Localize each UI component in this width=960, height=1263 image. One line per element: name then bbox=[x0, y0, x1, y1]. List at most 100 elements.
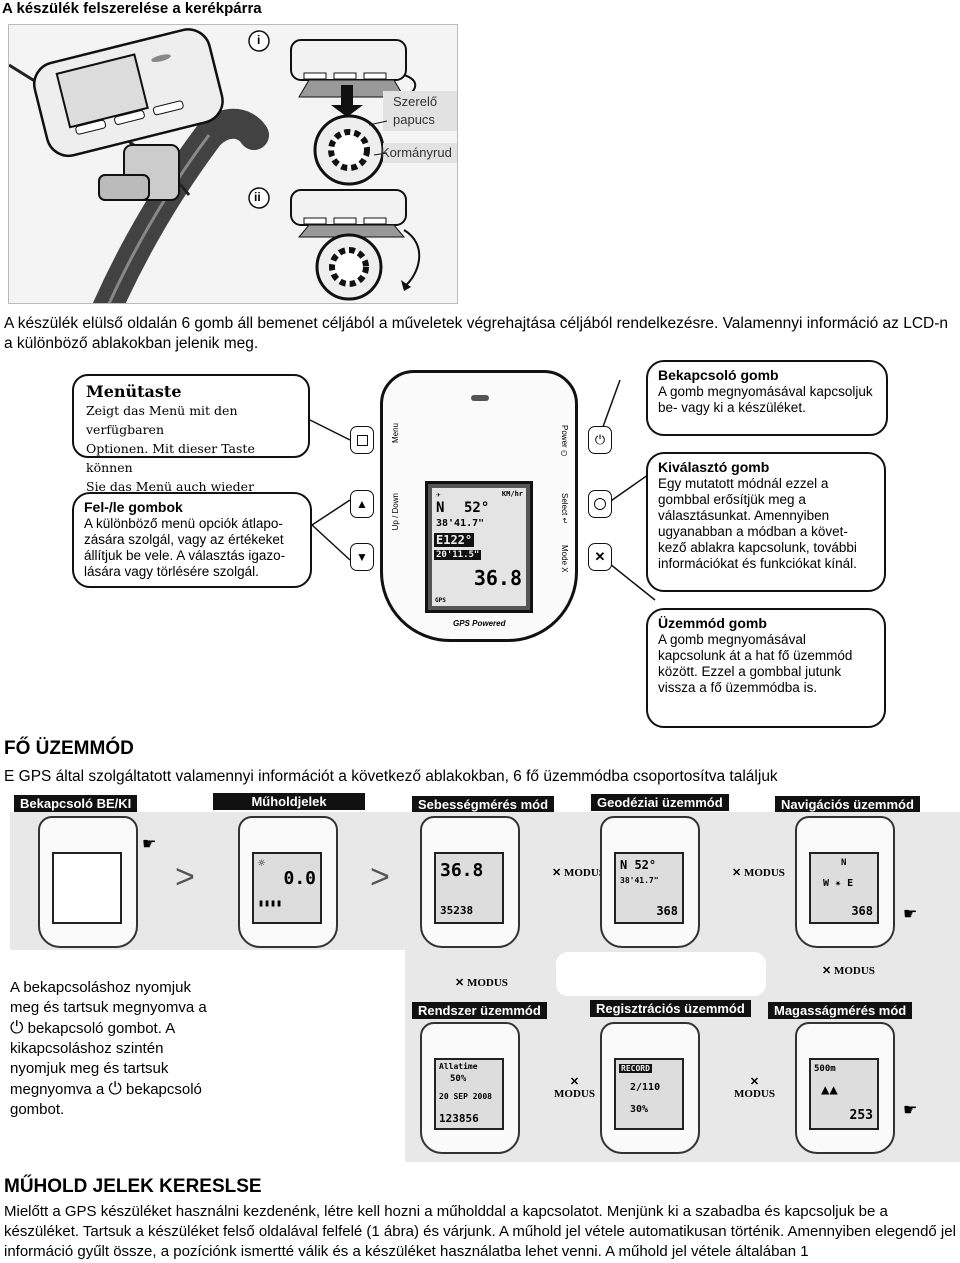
sat-screen-value: 0.0 bbox=[283, 868, 316, 889]
device-speed: 36.8 35238 bbox=[420, 816, 520, 948]
modus-text: MODUS bbox=[554, 1088, 595, 1100]
updown-text: A különböző menü opciók átlapo-zására sz… bbox=[84, 516, 286, 579]
sys-screen-l2: 50% bbox=[450, 1074, 467, 1084]
satellite-icon: ✈ bbox=[436, 490, 441, 499]
device-brand: GPS Powered bbox=[453, 619, 506, 628]
lcd-unit: KM/hr bbox=[501, 490, 523, 498]
menu-key-line-1: Zeigt das Menü mit den verfügbaren bbox=[86, 403, 238, 437]
power-box-text: A gomb megnyomásával kapcsoljuk be- vagy… bbox=[658, 384, 873, 415]
main-mode-heading: FŐ ÜZEMMÓD bbox=[4, 738, 134, 759]
x-icon: ✕ bbox=[455, 977, 465, 989]
side-label-power: Power ⏻ bbox=[560, 425, 569, 458]
hand-press-icon-3: ☛ bbox=[903, 1102, 918, 1119]
modus-text: MODUS bbox=[743, 867, 785, 879]
alt-screen-l3: 253 bbox=[849, 1108, 873, 1123]
geo-screen-min: 38'41.7" bbox=[620, 876, 659, 885]
select-button[interactable] bbox=[588, 490, 612, 518]
triangle-down-icon: ▼ bbox=[356, 550, 368, 564]
up-button[interactable]: ▲ bbox=[350, 490, 374, 518]
modus-label-3: ✕ MODUS bbox=[455, 976, 508, 989]
mount-shoe-label: Szerelő papucs bbox=[393, 94, 438, 127]
lcd-screen: ✈ KM/hr N 52° 38'41.7" E122° 20'11.5" 36… bbox=[432, 488, 526, 606]
hand-press-icon-2: ☛ bbox=[903, 906, 918, 923]
speaker-icon bbox=[471, 395, 489, 401]
modus-label-4: ✕ MODUS bbox=[822, 964, 875, 977]
speed-screen-value: 36.8 bbox=[440, 860, 484, 881]
modus-text: MODUS bbox=[563, 867, 605, 879]
lcd-lat-dir: N bbox=[436, 500, 445, 516]
label-satellite: Műholdjelek bbox=[213, 793, 365, 810]
screen-blank bbox=[52, 852, 122, 924]
x-icon: ✕ bbox=[749, 1076, 760, 1088]
label-altitude-mode: Magasságmérés mód bbox=[768, 1002, 913, 1019]
side-label-menu: Menu bbox=[391, 423, 400, 444]
modus-label-6: ✕MODUS bbox=[734, 1076, 775, 1100]
power-button[interactable]: ⏻ bbox=[588, 426, 612, 454]
modus-label-1: ✕ MODUS bbox=[552, 866, 605, 879]
lcd-speed: 36.8 bbox=[473, 566, 522, 590]
power-icon: ⏻ bbox=[10, 1018, 24, 1037]
lcd-mid: E122° bbox=[434, 533, 475, 547]
device-registration: RECORD 2/110 30% bbox=[600, 1022, 700, 1154]
device-navigation: N W ✷ E 368 bbox=[795, 816, 895, 948]
select-box-text: Egy mutatott módnál ezzel a gombbal erős… bbox=[658, 476, 857, 571]
menu-key-box: Menütaste Zeigt das Menü mit den verfügb… bbox=[72, 374, 310, 513]
satellite-search-text: Mielőtt a GPS készüléket használni kezde… bbox=[4, 1203, 956, 1260]
reg-screen-l3: 30% bbox=[630, 1104, 649, 1115]
circle-icon bbox=[594, 498, 606, 510]
label-power-onoff: Bekapcsoló BE/KI bbox=[14, 795, 138, 812]
device-system: Allatime 50% 20 SEP 2008 123856 bbox=[420, 1022, 520, 1154]
mode-box-title: Üzemmód gomb bbox=[658, 615, 767, 631]
gps-device: Menu Up / Down Power ⏻ Select ↵ Mode X ✈… bbox=[380, 370, 578, 642]
lcd-bezel: ✈ KM/hr N 52° 38'41.7" E122° 20'11.5" 36… bbox=[425, 481, 533, 613]
geo-screen-lat: N 52° bbox=[620, 858, 657, 872]
power-icon: ⏻ bbox=[108, 1079, 122, 1098]
alt-screen-l1: 500m bbox=[814, 1064, 836, 1074]
side-label-updown: Up / Down bbox=[391, 493, 400, 531]
sys-screen-l3: 20 SEP 2008 bbox=[439, 1092, 492, 1101]
side-label-select: Select ↵ bbox=[560, 493, 569, 525]
power-icon: ⏻ bbox=[594, 432, 606, 447]
handlebar-label: Kormányrud bbox=[381, 145, 452, 160]
chevron-right-icon: > bbox=[175, 858, 195, 896]
screen-navigation: N W ✷ E 368 bbox=[809, 852, 879, 924]
updown-buttons-box: Fel-/le gombok A különböző menü opciók á… bbox=[72, 492, 312, 588]
reg-screen-l1: RECORD bbox=[619, 1064, 652, 1073]
mode-button-box: Üzemmód gomb A gomb megnyomásával kapcso… bbox=[646, 608, 886, 728]
label-system-mode: Rendszer üzemmód bbox=[412, 1002, 547, 1019]
power-button-box: Bekapcsoló gomb A gomb megnyomásával kap… bbox=[646, 360, 888, 436]
modus-text: MODUS bbox=[833, 965, 875, 977]
lcd-lat-deg: 52° bbox=[464, 500, 490, 516]
select-button-box: Kiválasztó gomb Egy mutatott módnál ezze… bbox=[646, 452, 886, 592]
intro-paragraph: A készülék elülső oldalán 6 gomb áll bem… bbox=[4, 315, 949, 352]
power-text-3: bekapcsoló gombot. bbox=[10, 1081, 202, 1118]
x-icon: ✕ bbox=[569, 1076, 580, 1088]
x-icon: ✕ bbox=[594, 549, 606, 564]
modus-label-5: ✕MODUS bbox=[554, 1076, 595, 1100]
lcd-lat-min: 38'41.7" bbox=[436, 518, 485, 529]
select-box-title: Kiválasztó gomb bbox=[658, 459, 770, 475]
menu-key-title: Menütaste bbox=[86, 382, 182, 401]
chevron-right-icon-2: > bbox=[370, 858, 390, 896]
mounting-illustration: i ii Szerelő papucs Kormányrud bbox=[8, 24, 458, 304]
alt-screen-l2: ▲▲ bbox=[821, 1082, 838, 1098]
menu-button[interactable] bbox=[350, 426, 374, 454]
device-geodetic: N 52° 38'41.7" 368 bbox=[600, 816, 700, 948]
lcd-gps: GPS bbox=[435, 597, 446, 604]
sat-screen-icon: ☼ bbox=[258, 856, 266, 870]
hand-press-icon: ☛ bbox=[142, 836, 157, 853]
reg-screen-l2: 2/110 bbox=[630, 1082, 661, 1093]
menu-key-line-2: Optionen. Mit dieser Taste können bbox=[86, 441, 255, 475]
device-altitude: 500m ▲▲ 253 bbox=[795, 1022, 895, 1154]
power-box-title: Bekapcsoló gomb bbox=[658, 367, 779, 383]
device-power-onoff bbox=[38, 816, 138, 948]
blank-region bbox=[556, 952, 766, 996]
geo-screen-speed: 368 bbox=[656, 904, 678, 918]
mounting-drawing bbox=[9, 28, 457, 303]
mode-button[interactable]: ✕ bbox=[588, 543, 612, 571]
nav-screen-compass: W ✷ E bbox=[823, 878, 854, 889]
down-button[interactable]: ▼ bbox=[350, 543, 374, 571]
screen-speed: 36.8 35238 bbox=[434, 852, 504, 924]
label-navigation-mode: Navigációs üzemmód bbox=[775, 796, 920, 813]
modus-text: MODUS bbox=[734, 1088, 775, 1100]
